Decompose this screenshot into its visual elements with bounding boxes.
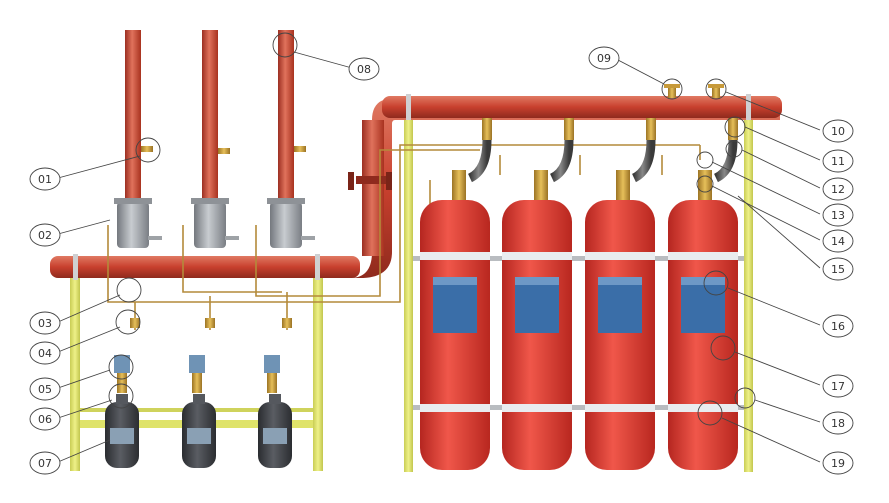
callout-01: 01 xyxy=(29,167,61,191)
callout-19: 19 xyxy=(822,451,854,475)
cylinder-3 xyxy=(585,170,655,470)
svg-text:01: 01 xyxy=(38,173,52,186)
callout-02: 02 xyxy=(29,223,61,247)
pilot-cylinders xyxy=(105,355,292,468)
callout-11: 11 xyxy=(822,149,854,173)
selector-valves xyxy=(114,198,315,248)
callout-10: 10 xyxy=(822,119,854,143)
svg-text:15: 15 xyxy=(831,263,845,276)
check-valves xyxy=(130,318,292,328)
riser-pipes xyxy=(125,30,294,240)
callout-09: 09 xyxy=(588,46,620,70)
callout-labels: 01 02 03 04 05 06 07 08 09 10 11 12 13 1… xyxy=(29,46,854,475)
callout-15: 15 xyxy=(822,257,854,281)
callout-06: 06 xyxy=(29,407,61,431)
svg-text:11: 11 xyxy=(831,155,845,168)
callout-04: 04 xyxy=(29,341,61,365)
main-manifold-pipe xyxy=(50,94,782,280)
svg-text:16: 16 xyxy=(831,320,845,333)
svg-text:18: 18 xyxy=(831,417,845,430)
svg-text:02: 02 xyxy=(38,229,52,242)
cylinder-1 xyxy=(420,170,490,470)
svg-text:06: 06 xyxy=(38,413,52,426)
callout-05: 05 xyxy=(29,377,61,401)
callout-16: 16 xyxy=(822,314,854,338)
cylinder-2 xyxy=(502,170,572,470)
callout-markers xyxy=(57,32,821,463)
callout-08: 08 xyxy=(348,57,380,81)
svg-text:04: 04 xyxy=(38,347,52,360)
svg-text:07: 07 xyxy=(38,457,52,470)
riser-side-valves xyxy=(141,146,306,154)
svg-text:13: 13 xyxy=(831,209,845,222)
callout-03: 03 xyxy=(29,311,61,335)
svg-text:09: 09 xyxy=(597,52,611,65)
callout-07: 07 xyxy=(29,451,61,475)
svg-text:10: 10 xyxy=(831,125,845,138)
svg-text:17: 17 xyxy=(831,380,845,393)
agent-storage-cylinders xyxy=(420,170,738,470)
right-support-frame xyxy=(404,112,753,472)
callout-17: 17 xyxy=(822,374,854,398)
svg-text:08: 08 xyxy=(357,63,371,76)
callout-12: 12 xyxy=(822,177,854,201)
svg-text:14: 14 xyxy=(831,235,845,248)
manifold-top-valves xyxy=(664,84,724,98)
discharge-hoses xyxy=(467,118,738,183)
cylinder-4 xyxy=(668,170,738,470)
svg-text:03: 03 xyxy=(38,317,52,330)
svg-text:12: 12 xyxy=(831,183,845,196)
svg-text:05: 05 xyxy=(38,383,52,396)
callout-14: 14 xyxy=(822,229,854,253)
svg-text:19: 19 xyxy=(831,457,845,470)
callout-18: 18 xyxy=(822,411,854,435)
callout-13: 13 xyxy=(822,203,854,227)
